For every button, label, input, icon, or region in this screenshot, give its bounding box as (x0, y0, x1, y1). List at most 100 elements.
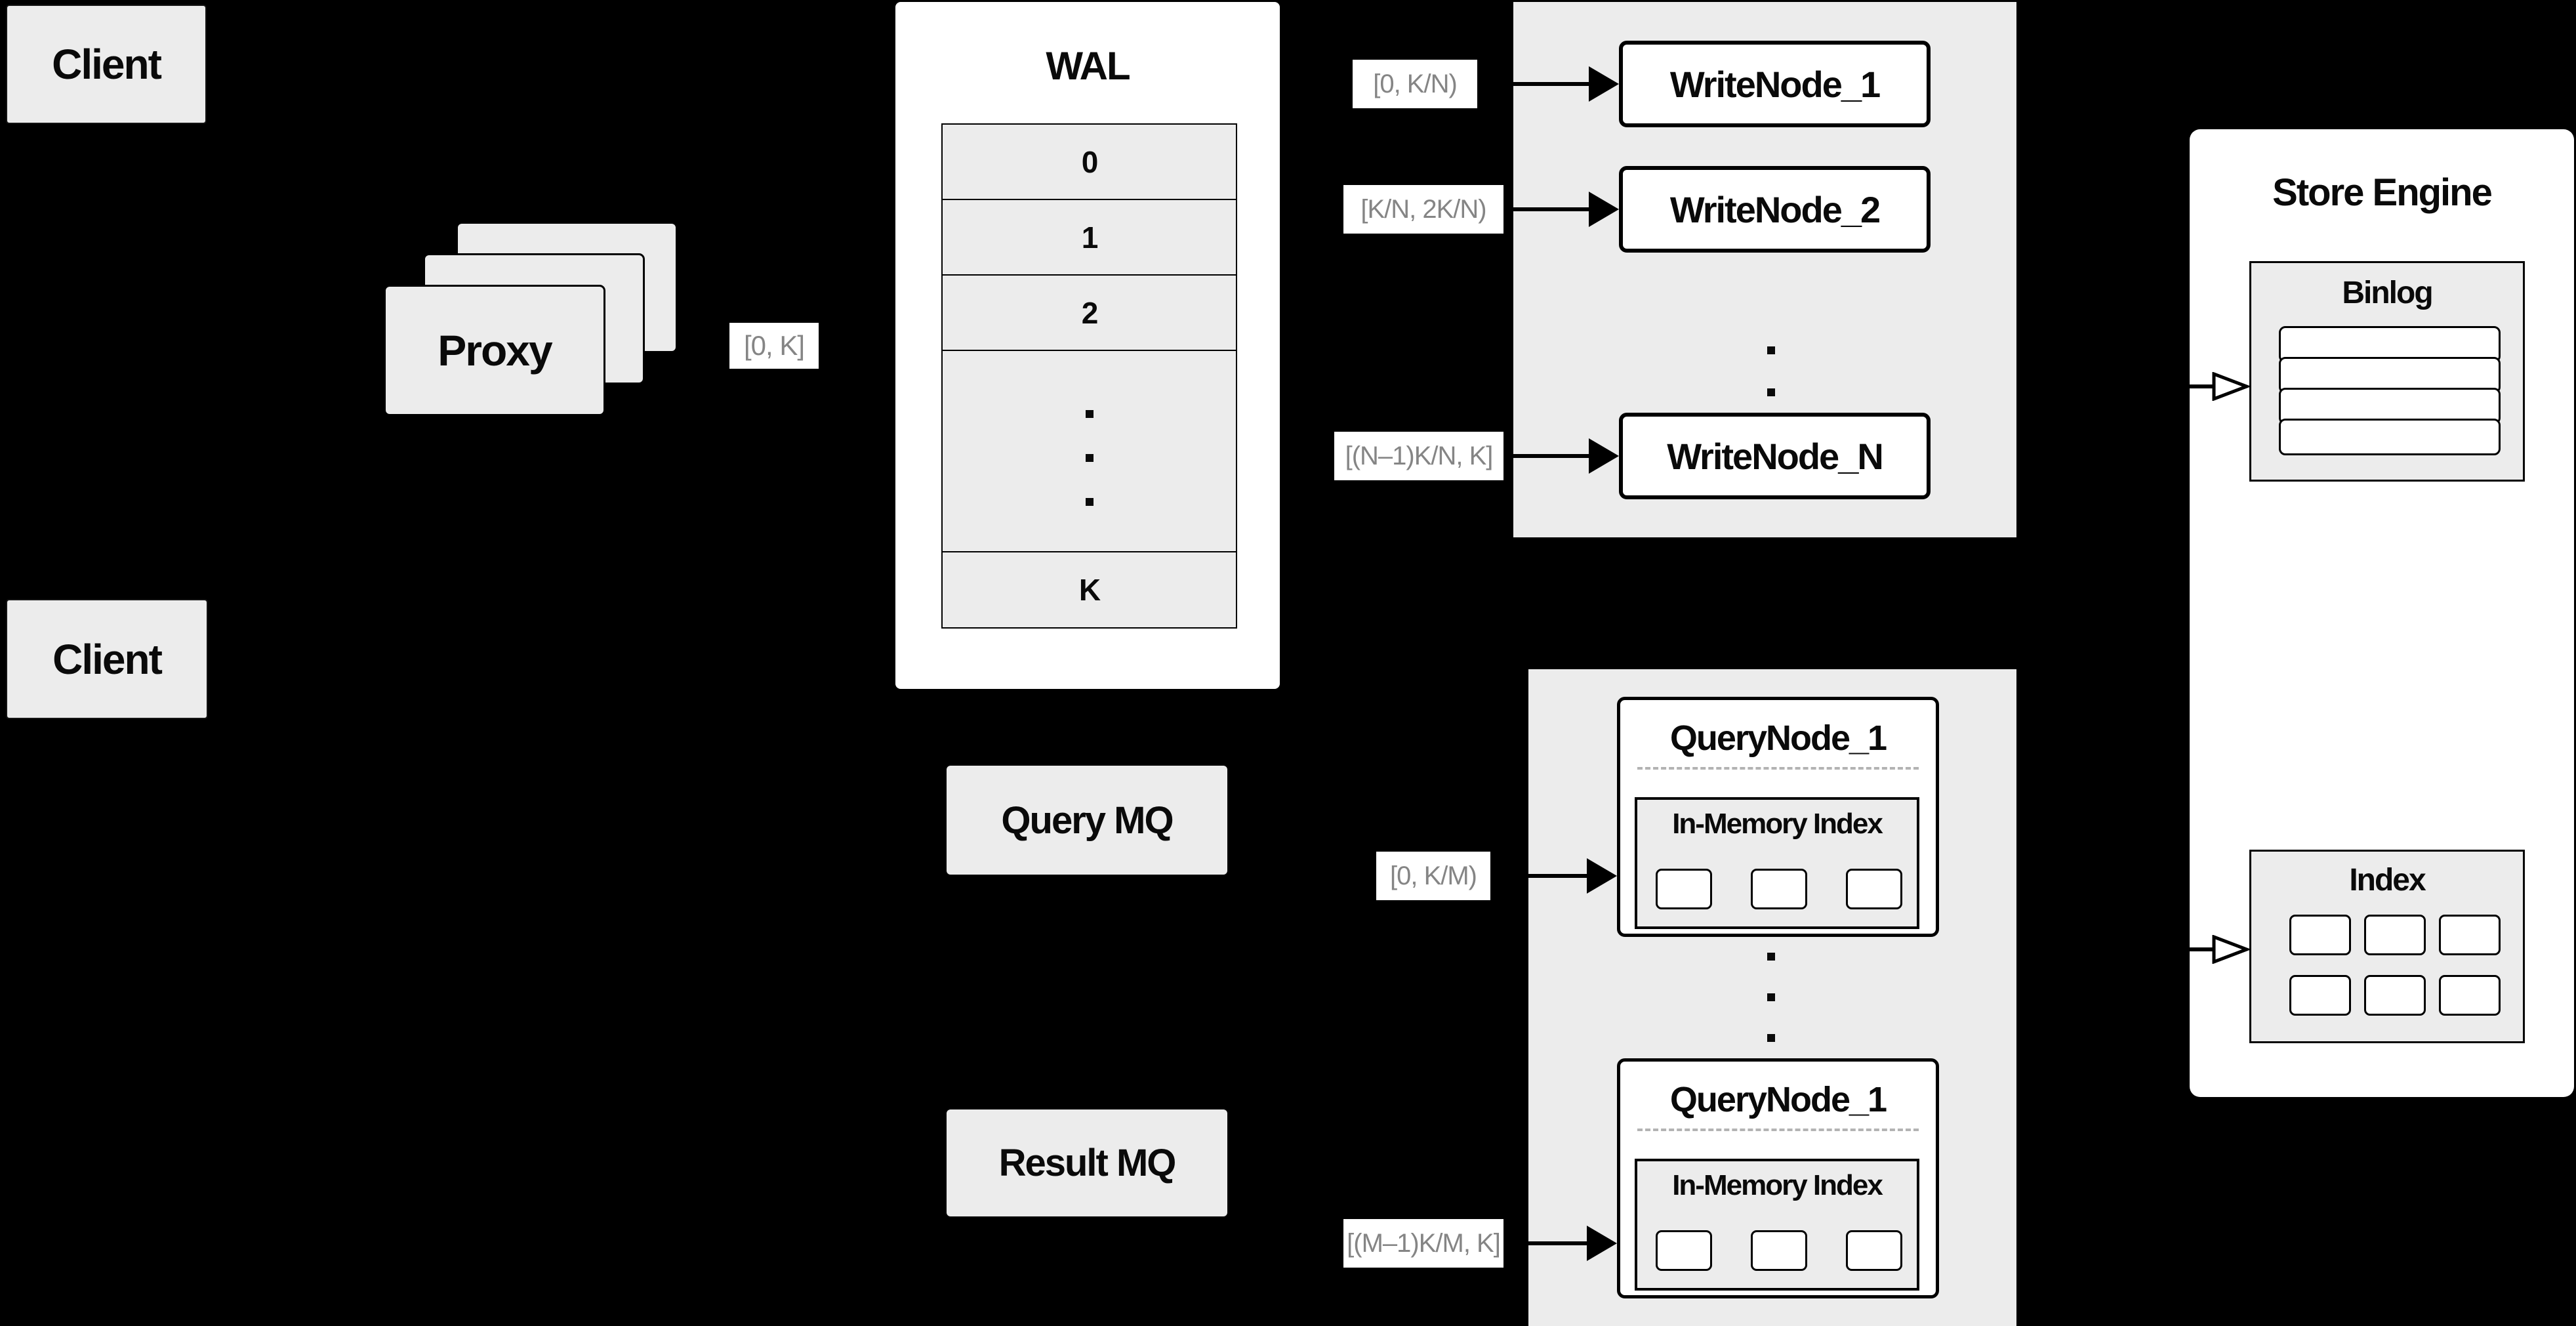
query-mq-label: Query MQ (1001, 798, 1174, 842)
write-node-label: WriteNode_2 (1669, 188, 1881, 230)
arrow-line (1503, 454, 1591, 458)
query-node-title: QueryNode_1 (1620, 1077, 1936, 1123)
dot: . (1085, 498, 1094, 506)
arrow-head (1587, 858, 1617, 894)
index-cell (2364, 915, 2426, 955)
index-cell (2439, 915, 2501, 955)
range-text: [(N–1)K/N, K] (1345, 441, 1494, 470)
wal-row-text: 0 (1081, 144, 1099, 179)
index-title: Index (2251, 860, 2523, 900)
dot: . (1767, 953, 1775, 961)
wal-row-k: K (941, 551, 1237, 629)
wal-row-0: 0 (941, 123, 1237, 200)
write-range-label-1: [0, K/N) (1353, 60, 1477, 108)
open-arrow-head (2212, 372, 2249, 401)
write-node-label: WriteNode_N (1667, 435, 1884, 477)
divider (1637, 1129, 1919, 1131)
client-label: Client (52, 41, 162, 88)
imi-title-text: In-Memory Index (1672, 808, 1883, 840)
dot: . (1767, 346, 1775, 354)
proxy-label: Proxy (438, 326, 552, 375)
index-box: Index (2249, 850, 2525, 1043)
dot: . (1767, 388, 1775, 396)
arrow-line (2165, 947, 2217, 951)
index-cell (2364, 975, 2426, 1016)
query-range-label-1: [0, K/M) (1376, 852, 1490, 900)
dot: . (1085, 454, 1094, 462)
query-node-bottom: QueryNode_1 In-Memory Index (1617, 1058, 1939, 1298)
result-mq-label: Result MQ (998, 1142, 1177, 1184)
divider (1637, 767, 1919, 770)
query-node-title-text: QueryNode_1 (1669, 1080, 1887, 1119)
binlog-row (2279, 388, 2501, 425)
index-title-text: Index (2349, 862, 2426, 898)
write-node-1: WriteNode_1 (1619, 41, 1931, 127)
query-node-top: QueryNode_1 In-Memory Index (1617, 697, 1939, 937)
range-text: [0, K/M) (1389, 861, 1477, 890)
arrow-head (1587, 1226, 1617, 1261)
binlog-box: Binlog (2249, 261, 2525, 482)
store-engine-title-text: Store Engine (2272, 171, 2493, 214)
query-node-title-text: QueryNode_1 (1669, 718, 1887, 758)
write-node-n: WriteNode_N (1619, 413, 1931, 499)
dot: . (1767, 1034, 1775, 1042)
index-cell (2439, 975, 2501, 1016)
imi-title-text: In-Memory Index (1672, 1169, 1883, 1201)
arrow-line (1477, 82, 1591, 86)
wal-row-ellipsis: . . . (941, 350, 1237, 552)
result-mq-box: Result MQ (947, 1109, 1227, 1216)
store-engine-title: Store Engine (2190, 163, 2574, 222)
write-node-2: WriteNode_2 (1619, 166, 1931, 253)
open-arrow-head (2212, 935, 2249, 964)
arrow-line (1503, 1241, 1589, 1245)
binlog-title-text: Binlog (2342, 275, 2433, 310)
in-memory-index-title: In-Memory Index (1637, 805, 1917, 843)
arrow-line (2165, 384, 2217, 388)
proxy-box: Proxy (384, 285, 605, 416)
index-cell (1656, 869, 1712, 909)
index-cell (1846, 869, 1902, 909)
query-range-label-m: [(M–1)K/M, K] (1343, 1219, 1503, 1268)
wal-row-1: 1 (941, 199, 1237, 276)
index-cell (1751, 1230, 1807, 1271)
wal-row-text: 2 (1081, 295, 1099, 330)
range-text: [0, K] (743, 330, 805, 361)
dot: . (1085, 410, 1094, 418)
in-memory-index-title: In-Memory Index (1637, 1167, 1917, 1205)
arrow-line (1503, 207, 1591, 211)
client-box-top: Client (6, 5, 207, 124)
query-mq-box: Query MQ (947, 766, 1227, 875)
write-range-label-2: [K/N, 2K/N) (1343, 185, 1503, 234)
wal-row-text: K (1078, 573, 1101, 607)
binlog-row (2279, 357, 2501, 394)
index-cell (1656, 1230, 1712, 1271)
arrow-head (1589, 438, 1619, 474)
arrow-line (1490, 874, 1589, 878)
index-cell (2289, 915, 2351, 955)
arrow-head (1589, 192, 1619, 227)
index-cell (1846, 1230, 1902, 1271)
dot: . (1767, 993, 1775, 1001)
query-node-title: QueryNode_1 (1620, 715, 1936, 761)
query-node-ellipsis: . . . (1767, 953, 1775, 1042)
write-range-label-n: [(N–1)K/N, K] (1334, 432, 1503, 480)
in-memory-index-box: In-Memory Index (1635, 1159, 1919, 1291)
wal-row-2: 2 (941, 274, 1237, 351)
index-cell (1751, 869, 1807, 909)
write-node-label: WriteNode_1 (1669, 63, 1881, 105)
proxy-range-label: [0, K] (729, 323, 819, 369)
range-text: [K/N, 2K/N) (1360, 194, 1486, 224)
index-cell (2289, 975, 2351, 1016)
arrow-head (1589, 66, 1619, 102)
range-text: [0, K/N) (1373, 69, 1458, 98)
client-box-bottom: Client (6, 599, 208, 719)
binlog-title: Binlog (2251, 272, 2523, 313)
client-label: Client (52, 635, 163, 683)
binlog-row (2279, 419, 2501, 455)
vertical-ellipsis: . . . (943, 410, 1236, 506)
range-text: [(M–1)K/M, K] (1347, 1228, 1501, 1258)
wal-title-text: WAL (1046, 43, 1130, 88)
wal-title: WAL (895, 36, 1280, 95)
in-memory-index-box: In-Memory Index (1635, 797, 1919, 929)
